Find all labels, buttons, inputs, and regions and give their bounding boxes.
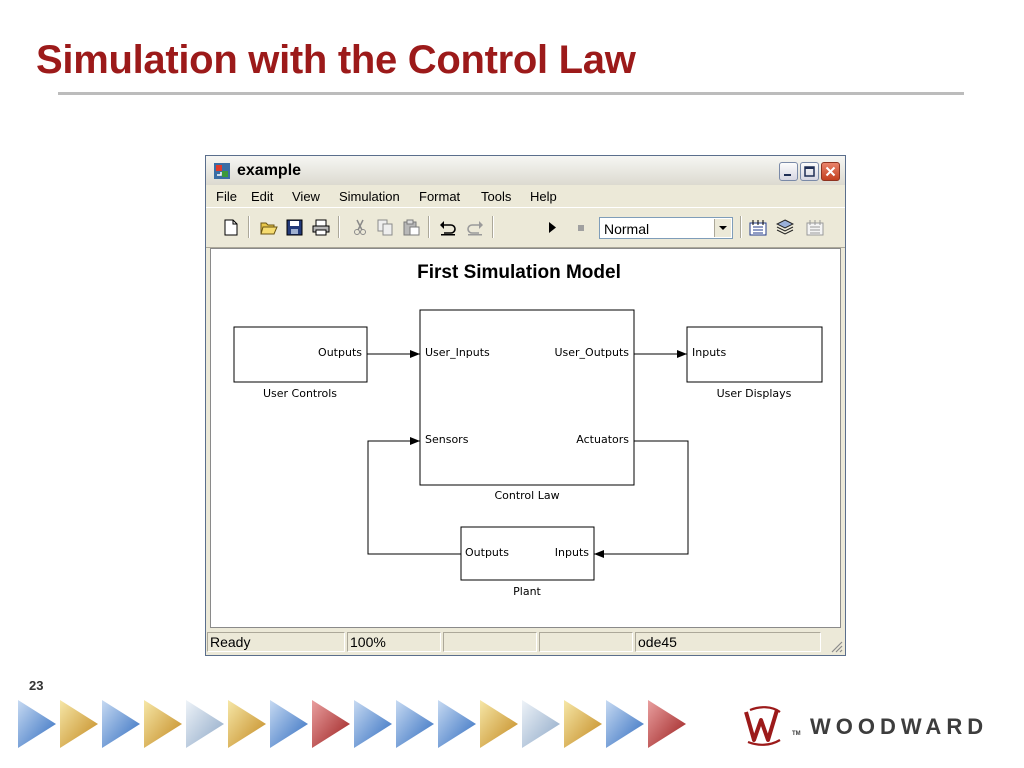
print-icon[interactable]: [312, 219, 330, 236]
window-titlebar[interactable]: example: [206, 156, 845, 186]
status-zoom: 100%: [347, 632, 441, 652]
block-diagram: First Simulation Model Outputs User Cont…: [233, 262, 823, 598]
port-label: User_Inputs: [425, 346, 490, 359]
cut-icon[interactable]: [351, 219, 369, 236]
arrow-chevron: [270, 700, 308, 748]
new-file-icon[interactable]: [222, 219, 240, 236]
play-icon[interactable]: [543, 219, 561, 236]
minimize-button[interactable]: [779, 162, 798, 181]
menu-bar: File Edit View Simulation Format Tools H…: [206, 185, 845, 207]
arrow-chevron: [354, 700, 392, 748]
simulation-mode-select[interactable]: Normal: [599, 217, 733, 239]
arrow-chevron: [18, 700, 56, 748]
block-label: User Controls: [263, 387, 337, 400]
simulink-app-icon: [214, 163, 230, 179]
paste-icon[interactable]: [402, 219, 420, 236]
arrow-chevron: [606, 700, 644, 748]
debug-icon[interactable]: [806, 219, 824, 236]
arrow-chevron: [228, 700, 266, 748]
woodward-logo-icon: [744, 706, 781, 746]
simulink-window: example File Edit View Simulation Format…: [205, 155, 846, 656]
status-state: Ready: [207, 632, 345, 652]
arrow-chevron: [438, 700, 476, 748]
menu-file[interactable]: File: [216, 189, 237, 204]
arrow-chevron: [60, 700, 98, 748]
library-browser-icon[interactable]: [776, 219, 794, 236]
port-label: Outputs: [465, 546, 509, 559]
arrow-chevron: [396, 700, 434, 748]
close-icon: [825, 166, 836, 177]
model-canvas[interactable]: First Simulation Model Outputs User Cont…: [210, 248, 841, 628]
block-user-displays[interactable]: Inputs User Displays: [686, 326, 823, 400]
minimize-icon: [784, 174, 791, 176]
open-folder-icon[interactable]: [260, 219, 278, 236]
arrow-chevron: [564, 700, 602, 748]
title-divider: [58, 92, 964, 95]
arrow-chevron: [480, 700, 518, 748]
port-label: Sensors: [425, 433, 469, 446]
arrow-chevron: [312, 700, 350, 748]
menu-view[interactable]: View: [292, 189, 320, 204]
maximize-button[interactable]: [800, 162, 819, 181]
signal-line[interactable]: [367, 437, 461, 555]
build-icon[interactable]: [749, 219, 767, 236]
status-bar: Ready 100% ode45: [206, 630, 845, 655]
arrow-chevron: [522, 700, 560, 748]
stop-icon[interactable]: [572, 219, 590, 236]
dropdown-arrow[interactable]: [714, 219, 731, 237]
port-label: Inputs: [555, 546, 589, 559]
status-empty: [539, 632, 633, 652]
toolbar-separator: [338, 216, 340, 238]
close-button[interactable]: [821, 162, 840, 181]
model-title: First Simulation Model: [417, 262, 621, 283]
block-label: User Displays: [717, 387, 792, 400]
arrow-chevron: [144, 700, 182, 748]
chevron-down-icon: [719, 226, 727, 230]
port-label: Actuators: [576, 433, 629, 446]
menu-simulation[interactable]: Simulation: [339, 189, 400, 204]
menu-tools[interactable]: Tools: [481, 189, 512, 204]
port-label: User_Outputs: [554, 346, 629, 359]
toolbar: Normal: [206, 207, 845, 248]
toolbar-separator: [248, 216, 250, 238]
block-plant[interactable]: Outputs Inputs Plant: [460, 526, 595, 598]
save-icon[interactable]: [286, 219, 304, 236]
simulation-mode-value: Normal: [604, 221, 650, 237]
block-label: Plant: [513, 585, 541, 598]
block-label: Control Law: [494, 489, 559, 502]
arrow-chevron: [186, 700, 224, 748]
block-user-controls[interactable]: Outputs User Controls: [233, 326, 368, 400]
menu-edit[interactable]: Edit: [251, 189, 274, 204]
status-empty: [443, 632, 537, 652]
port-label: Outputs: [318, 346, 362, 359]
block-control-law[interactable]: User_Inputs Sensors User_Outputs Actuato…: [419, 309, 635, 502]
brand-name: WOODWARD: [810, 714, 989, 739]
arrow-chevron: [102, 700, 140, 748]
status-solver: ode45: [635, 632, 821, 652]
undo-icon[interactable]: [439, 219, 457, 236]
toolbar-separator: [428, 216, 430, 238]
menu-format[interactable]: Format: [419, 189, 461, 204]
copy-icon[interactable]: [376, 219, 394, 236]
menu-help[interactable]: Help: [530, 189, 557, 204]
toolbar-separator: [740, 216, 742, 238]
decorative-arrow-strip: [18, 700, 686, 748]
redo-icon[interactable]: [466, 219, 484, 236]
resize-grip-icon[interactable]: [829, 639, 843, 653]
maximize-icon: [804, 166, 815, 177]
page-number: 23: [29, 678, 44, 693]
signal-line[interactable]: [594, 440, 689, 558]
port-label: Inputs: [692, 346, 726, 359]
arrow-chevron: [648, 700, 686, 748]
toolbar-separator: [492, 216, 494, 238]
window-title: example: [237, 162, 302, 179]
trademark-mark: TM: [792, 731, 801, 737]
slide-title: Simulation with the Control Law: [36, 38, 636, 82]
